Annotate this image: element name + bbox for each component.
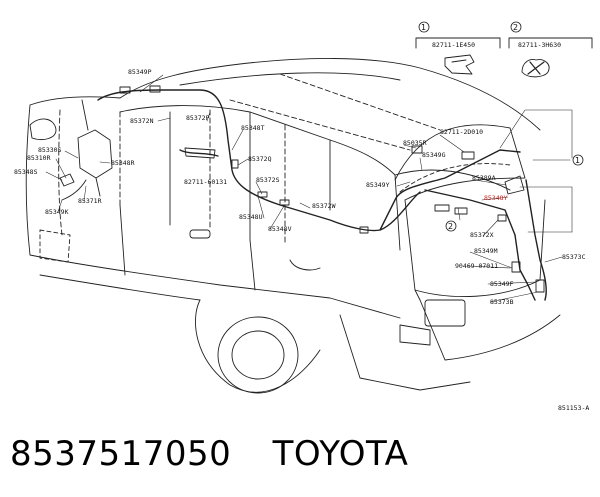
label-85349Y[interactable]: 85349Y (366, 181, 390, 189)
circle-num-1: 1 (421, 23, 426, 32)
label-85372W[interactable]: 85372W (312, 202, 336, 210)
label-85348V[interactable]: 85348V (268, 225, 292, 233)
label-85348R[interactable]: 85348R (111, 159, 135, 167)
label-85349K[interactable]: 85349K (45, 208, 69, 216)
label-85372P[interactable]: 85372P (186, 114, 210, 122)
part-number: 8537517050 (10, 434, 232, 474)
inset-box-2 (508, 21, 593, 78)
label-85349P[interactable]: 85349P (128, 68, 152, 76)
label-85349M[interactable]: 85349M (474, 247, 498, 255)
label-85349F[interactable]: 85349F (490, 280, 514, 288)
brand-name: TOYOTA (272, 434, 409, 474)
callout-num-2: 2 (448, 222, 453, 231)
washer-tank (59, 99, 113, 201)
label-85373B[interactable]: 85373B (490, 298, 514, 306)
label-82711-2D010[interactable]: 82711-2D010 (440, 128, 483, 136)
hose-clips (119, 85, 545, 293)
label-82711-60131[interactable]: 82711-60131 (184, 178, 227, 186)
inset-box-1 (415, 21, 501, 75)
callout-num-1: 1 (575, 156, 580, 165)
vehicle-outline (25, 58, 561, 394)
mirror (29, 118, 57, 141)
washer-hose-route (97, 89, 547, 301)
label-85373C[interactable]: 85373C (562, 253, 586, 261)
label-85330S[interactable]: 85330S (38, 146, 62, 154)
inset-part-1: 82711-1E450 (432, 41, 475, 49)
leader-lines (45, 74, 584, 303)
circle-num-2: 2 (513, 23, 518, 32)
label-85348T[interactable]: 85348T (241, 124, 265, 132)
label-90469-07011[interactable]: 90469-07011 (455, 262, 498, 270)
label-85348S[interactable]: 85348S (14, 168, 38, 176)
label-85349G[interactable]: 85349G (422, 151, 446, 159)
label-85348U[interactable]: 85348U (239, 213, 263, 221)
label-85348Y-highlighted[interactable]: 85348Y (484, 194, 508, 202)
inset-part-2: 82711-3H630 (518, 41, 561, 49)
parts-diagram: 1 82711-1E450 2 82711-3H630 85349P 85372… (14, 21, 593, 412)
label-85371R[interactable]: 85371R (78, 197, 102, 205)
caption: 8537517050 TOYOTA (10, 434, 408, 482)
label-85372S[interactable]: 85372S (256, 176, 280, 184)
label-85372X[interactable]: 85372X (470, 231, 494, 239)
label-85389A[interactable]: 85389A (472, 174, 496, 182)
label-85372Q[interactable]: 85372Q (248, 155, 272, 163)
label-85035R[interactable]: 85035R (403, 139, 427, 147)
label-85310R[interactable]: 85310R (27, 154, 51, 162)
diagram-ref-code: 851153-A (558, 404, 589, 412)
part-labels: 1 82711-1E450 2 82711-3H630 85349P 85372… (14, 23, 589, 412)
label-85372N[interactable]: 85372N (130, 117, 154, 125)
